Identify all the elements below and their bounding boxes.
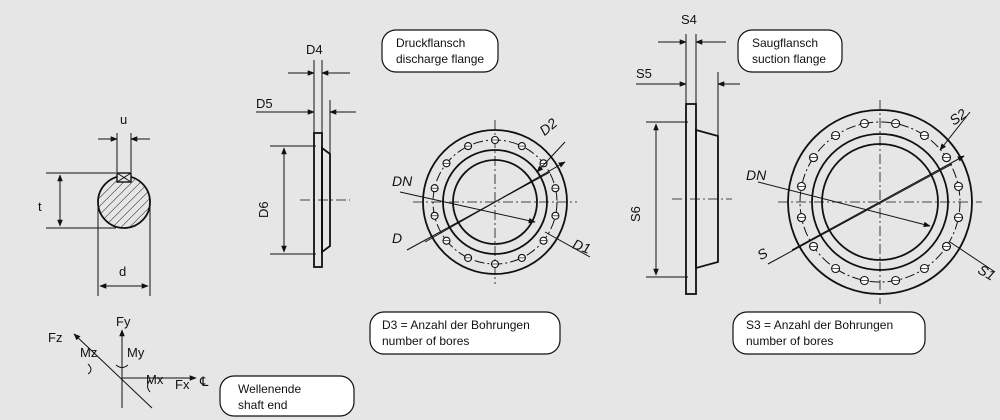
- wellenende-line2: shaft end: [238, 398, 287, 412]
- label-t: t: [38, 199, 42, 214]
- label-my: My: [127, 345, 145, 360]
- label-dn-suction: DN: [746, 167, 767, 183]
- force-diagram: Fy Fz Fx Mz My Mx ℄: [48, 314, 209, 409]
- moment-y-icon: [115, 364, 129, 368]
- discharge-flange-drawing: Druckflansch discharge flange D4 D5 D6: [256, 29, 593, 355]
- label-fx: Fx: [175, 377, 190, 392]
- suction-bores-line2: number of bores: [746, 334, 833, 348]
- label-s5: S5: [636, 66, 652, 81]
- label-fz: Fz: [48, 330, 62, 345]
- label-d: d: [119, 264, 126, 279]
- suction-flange-drawing: Saugflansch suction flange S4 S5 S6: [628, 12, 998, 355]
- suction-box-line1: Saugflansch: [752, 36, 818, 50]
- label-d4: D4: [306, 42, 323, 57]
- label-dn: DN: [392, 173, 413, 189]
- discharge-box-line1: Druckflansch: [396, 36, 465, 50]
- label-s4: S4: [681, 12, 697, 27]
- suction-bores-box: [732, 311, 926, 355]
- wellenende-line1: Wellenende: [238, 382, 301, 396]
- discharge-bores-line1: D3 = Anzahl der Bohrungen: [382, 318, 530, 332]
- label-d5: D5: [256, 96, 273, 111]
- label-s6: S6: [628, 206, 643, 222]
- discharge-bores-line2: number of bores: [382, 334, 469, 348]
- label-s: S: [754, 244, 771, 263]
- suction-flange-box: [737, 29, 843, 73]
- discharge-bores-box: [369, 311, 561, 355]
- label-d: D: [392, 230, 402, 246]
- label-d2: D2: [536, 115, 560, 139]
- label-fy: Fy: [116, 314, 131, 329]
- moment-z-icon: [87, 363, 92, 375]
- label-d6: D6: [256, 201, 271, 218]
- label-mz: Mz: [80, 345, 97, 360]
- centerline-symbol: ℄: [199, 374, 209, 389]
- moment-x-icon: [147, 379, 151, 393]
- suction-bores-line1: S3 = Anzahl der Bohrungen: [746, 318, 893, 332]
- discharge-box-line2: discharge flange: [396, 52, 484, 66]
- shaft-end-drawing: t u d: [38, 112, 151, 296]
- label-d1: D1: [571, 236, 593, 257]
- label-u: u: [120, 112, 127, 127]
- label-s1: S1: [975, 261, 998, 283]
- label-mx: Mx: [146, 372, 164, 387]
- wellenende-box: Wellenende shaft end: [219, 375, 355, 417]
- discharge-flange-box: [381, 29, 499, 73]
- suction-box-line2: suction flange: [752, 52, 826, 66]
- label-s2: S2: [946, 105, 969, 128]
